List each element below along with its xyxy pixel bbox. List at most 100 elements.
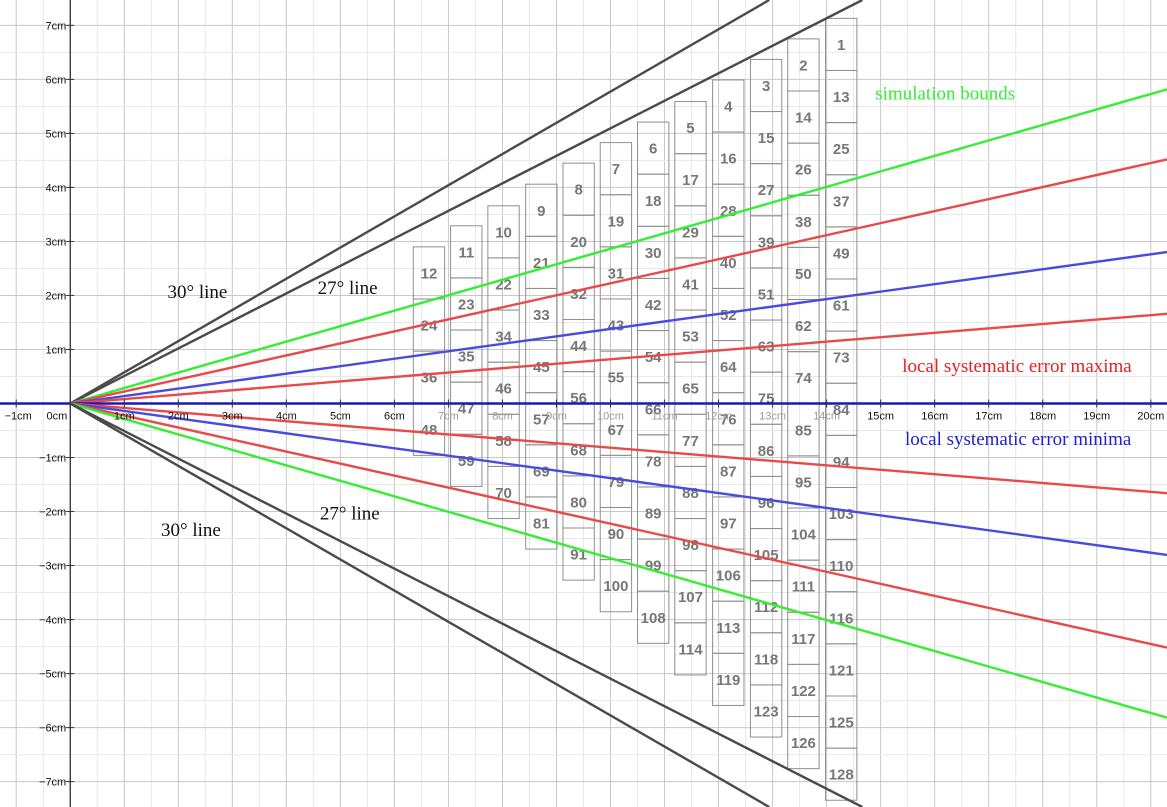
ray-line	[69, 402, 1167, 719]
cell: 29	[674, 205, 707, 259]
cell-number: 126	[791, 735, 816, 752]
cell-number: 29	[682, 224, 699, 241]
cell: 118	[749, 632, 783, 686]
cell-number: 73	[833, 350, 850, 367]
x-tick-label: 2cm	[168, 411, 189, 423]
cell-number: 11	[458, 244, 474, 261]
cell: 116	[825, 591, 858, 645]
x-tick-label: −1cm	[5, 411, 32, 423]
cell: 56	[562, 371, 595, 425]
cell: 77	[674, 413, 707, 467]
cell-number: 55	[608, 370, 625, 387]
cell: 81	[525, 496, 558, 550]
cell-number: 19	[608, 213, 625, 230]
y-tick-label: −3cm	[39, 561, 66, 573]
x-tick-label: 3cm	[222, 411, 243, 423]
x-tick-label: 20cm	[1137, 411, 1164, 423]
cell: 87	[712, 444, 745, 498]
cell-number: 128	[829, 767, 854, 784]
cell-number: 69	[533, 463, 550, 480]
ray-line	[69, 402, 1167, 649]
cell: 121	[825, 643, 858, 697]
cell-number: 38	[795, 214, 812, 231]
cell: 70	[487, 465, 520, 520]
cell-number: 20	[570, 234, 587, 251]
cell: 50	[787, 246, 820, 301]
cell: 126	[787, 716, 820, 770]
cell-number: 95	[795, 474, 812, 491]
cell-number: 37	[833, 193, 850, 210]
cell-number: 58	[495, 433, 512, 450]
cell: 91	[562, 527, 595, 581]
cell-number: 48	[421, 422, 438, 439]
cell: 34	[487, 309, 520, 363]
cell: 97	[712, 496, 745, 550]
cell-number: 33	[533, 307, 550, 324]
y-tick-label: −4cm	[39, 615, 66, 627]
cell-number: 106	[716, 568, 741, 585]
cell: 5	[674, 101, 707, 155]
x-tick-label: 16cm	[921, 411, 948, 423]
cell-number: 1	[837, 37, 845, 54]
cell-outline	[525, 496, 558, 550]
x-tick-label: 17cm	[975, 411, 1002, 423]
line-annotation: 27° line	[320, 504, 380, 525]
cell: 90	[599, 506, 633, 561]
cell-number: 62	[795, 318, 812, 335]
x-tick-label: 15cm	[867, 411, 894, 423]
y-tick-label: −5cm	[39, 669, 66, 681]
cell-number: 123	[754, 703, 779, 720]
cell: 65	[674, 361, 707, 415]
cell: 14	[787, 90, 820, 144]
cell: 31	[599, 246, 633, 300]
x-tick-label: 19cm	[1083, 411, 1110, 423]
x-tick-label: 1cm	[114, 411, 135, 423]
y-tick-label: 7cm	[45, 20, 66, 32]
x-tick-label: 9cm	[546, 411, 567, 423]
x-tick-label: 13cm	[759, 411, 786, 423]
cell-number: 15	[758, 130, 775, 147]
cell-number: 30	[645, 245, 662, 262]
cell-number: 54	[645, 349, 662, 366]
cell-number: 34	[495, 329, 512, 346]
cell: 40	[712, 235, 745, 289]
cell-number: 122	[791, 683, 816, 700]
cell: 2	[787, 38, 820, 92]
cell-number: 79	[608, 474, 625, 491]
cell-number: 100	[603, 578, 628, 595]
cell-number: 17	[682, 172, 699, 189]
cell: 8	[562, 162, 595, 216]
cell: 114	[674, 622, 707, 676]
cell-number: 76	[720, 411, 737, 428]
cell-number: 26	[795, 162, 812, 179]
cell-number: 51	[758, 286, 775, 303]
cell: 21	[525, 235, 558, 289]
cell: 84	[825, 382, 858, 436]
cell-number: 78	[645, 453, 662, 470]
cell-number: 53	[682, 329, 699, 346]
cell: 3	[749, 58, 783, 113]
ray-line	[69, 158, 1167, 405]
y-tick-label: 4cm	[45, 182, 66, 194]
cell-number: 44	[570, 338, 587, 355]
cell-number: 90	[608, 526, 625, 543]
cell-number: 87	[720, 463, 737, 480]
cell: 125	[825, 695, 858, 749]
cell-number: 49	[833, 245, 850, 262]
y-tick-label: −2cm	[39, 507, 66, 519]
cell-number: 5	[686, 120, 694, 137]
cell-number: 119	[716, 672, 740, 689]
cell: 105	[749, 528, 783, 582]
cell-number: 36	[421, 370, 438, 387]
cell: 119	[712, 652, 745, 706]
line-annotation: local systematic error minima	[905, 429, 1132, 450]
cell-number: 121	[829, 662, 854, 679]
cell: 113	[712, 600, 745, 654]
cell-number: 96	[758, 495, 775, 512]
cell-number: 41	[682, 276, 699, 293]
cell-number: 64	[720, 359, 737, 376]
cell-number: 16	[720, 151, 737, 168]
